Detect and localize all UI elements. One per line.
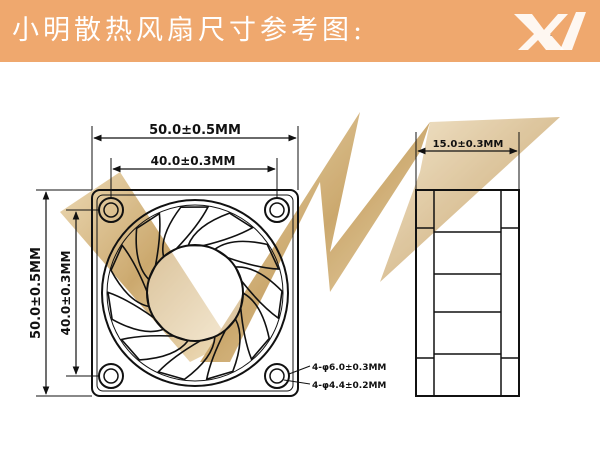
side-view: 15.0±0.3MM — [415, 132, 520, 397]
mounting-hole-top-right — [264, 197, 290, 223]
xm-logo-icon: XM — [514, 12, 586, 50]
fan-blade — [162, 206, 210, 258]
fan-dimension-drawing: 50.0±0.5MM 40.0±0.3MM 50.0±0.5MM 40.0±0.… — [29, 112, 560, 397]
fan-blades — [107, 206, 283, 381]
extension-lines — [36, 126, 299, 397]
leader-hole-large — [288, 365, 311, 375]
side-body — [415, 189, 520, 397]
front-view: 50.0±0.5MM 40.0±0.3MM 50.0±0.5MM 40.0±0.… — [29, 123, 386, 397]
banner-title: 小明散热风扇尺寸参考图: — [12, 15, 367, 46]
fan-frame-inner — [96, 194, 294, 392]
fan-frame — [91, 189, 299, 397]
leader-hole-small — [283, 379, 311, 385]
dim-hole-height: 40.0±0.3MM — [59, 251, 73, 336]
fan-blade — [107, 291, 165, 333]
dim-thickness: 15.0±0.3MM — [433, 139, 504, 150]
dim-hole-width: 40.0±0.3MM — [151, 154, 236, 168]
title-banner: 小明散热风扇尺寸参考图: XM — [0, 0, 600, 62]
dim-outer-width: 50.0±0.5MM — [149, 123, 241, 138]
fan-blade — [187, 212, 255, 247]
note-hole-large: 4-φ6.0±0.3MM — [312, 363, 386, 373]
dim-outer-height: 50.0±0.5MM — [29, 247, 44, 339]
fan-blade — [213, 240, 280, 270]
fan-blade — [135, 212, 161, 281]
fan-blade — [120, 334, 190, 361]
fan-blade — [205, 317, 241, 381]
fan-shroud-inner — [106, 204, 284, 382]
fan-blade — [156, 335, 216, 381]
note-hole-small: 4-φ4.4±0.2MM — [312, 381, 386, 391]
fan-blade — [110, 243, 150, 308]
mounting-hole-bottom-left — [98, 363, 124, 389]
fan-blade — [234, 266, 283, 320]
banner-logo-text: XM — [550, 35, 552, 37]
fan-blade — [239, 291, 271, 361]
mounting-hole-bottom-right — [264, 363, 290, 389]
fan-shroud — [101, 199, 289, 387]
